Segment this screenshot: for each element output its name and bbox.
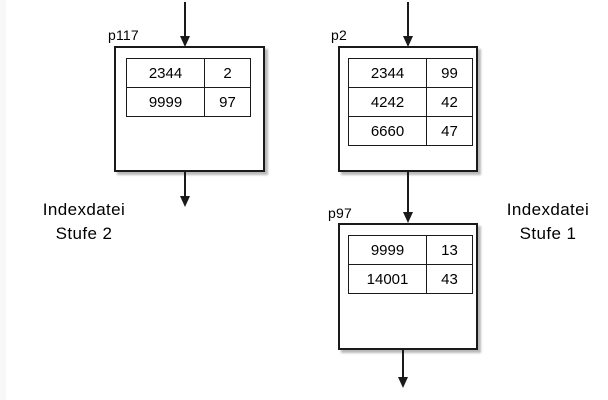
entry-pointer: 2 — [204, 58, 251, 88]
entry-pointer: 43 — [426, 264, 473, 294]
entry-pointer: 97 — [204, 87, 251, 117]
entry-key: 14001 — [348, 264, 427, 294]
table-row: 4242 42 — [348, 87, 473, 117]
page-label-p117: p117 — [108, 27, 139, 43]
table-row: 9999 97 — [126, 87, 251, 117]
arrow-head — [403, 36, 413, 47]
arrow-shaft — [407, 172, 409, 213]
entry-key: 9999 — [348, 235, 427, 265]
arrow-head — [403, 212, 413, 223]
arrow-out-of-p117 — [180, 172, 190, 208]
entry-table-p97: 9999 13 14001 43 — [348, 235, 473, 294]
arrow-head — [180, 196, 190, 207]
arrow-head — [180, 36, 190, 47]
entry-key: 9999 — [126, 87, 205, 117]
table-row: 9999 13 — [348, 235, 473, 265]
page-label-p97: p97 — [328, 205, 352, 221]
caption-index-level-2: Indexdatei Stufe 2 — [14, 198, 154, 246]
table-row: 2344 99 — [348, 58, 473, 88]
arrow-shaft — [184, 172, 186, 197]
caption-line-2: Stufe 1 — [519, 224, 577, 243]
caption-line-1: Indexdatei — [42, 200, 126, 219]
arrow-p2-to-p97 — [403, 172, 413, 224]
arrow-shaft — [184, 2, 186, 37]
table-row: 6660 47 — [348, 116, 473, 146]
entry-key: 6660 — [348, 116, 427, 146]
entry-pointer: 13 — [426, 235, 473, 265]
entry-key: 2344 — [126, 58, 205, 88]
page-label-p2: p2 — [331, 27, 347, 43]
entry-table-p117: 2344 2 9999 97 — [126, 58, 251, 117]
table-row: 2344 2 — [126, 58, 251, 88]
arrow-shaft — [407, 2, 409, 37]
entry-pointer: 42 — [426, 87, 473, 117]
entry-pointer: 47 — [426, 116, 473, 146]
entry-pointer: 99 — [426, 58, 473, 88]
entry-key: 2344 — [348, 58, 427, 88]
arrow-shaft — [402, 350, 404, 378]
table-row: 14001 43 — [348, 264, 473, 294]
entry-key: 4242 — [348, 87, 427, 117]
arrow-out-of-p97 — [398, 350, 408, 390]
arrow-head — [398, 377, 408, 388]
caption-line-2: Stufe 2 — [55, 224, 113, 243]
entry-table-p2: 2344 99 4242 42 6660 47 — [348, 58, 473, 146]
caption-line-1: Indexdatei — [506, 200, 590, 219]
caption-index-level-1: Indexdatei Stufe 1 — [492, 198, 604, 246]
page-edge-strip — [0, 0, 6, 400]
arrow-into-p2 — [403, 2, 413, 48]
arrow-into-p117 — [180, 2, 190, 48]
